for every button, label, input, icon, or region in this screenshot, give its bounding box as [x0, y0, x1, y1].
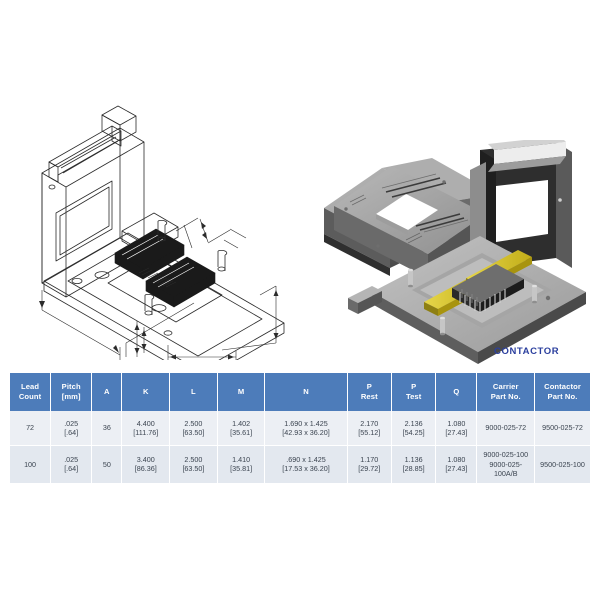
figures-area: CONTACTOR — [39, 105, 586, 364]
cell-lead-count: 100 — [10, 445, 52, 484]
cell-carrier-part-no: 9000-025-72 — [476, 411, 535, 446]
cell-n: 1.690 x 1.425 [42.93 x 36.20] — [264, 411, 348, 446]
isometric-line-drawing — [39, 105, 285, 360]
cell-contactor-part-no: 9500-025-100 — [534, 445, 590, 484]
cell-pitch: .025 [.64] — [50, 445, 93, 484]
contactor-label: CONTACTOR — [494, 346, 560, 357]
cell-contactor-part-no: 9500-025-72 — [534, 411, 590, 446]
cell-l: 2.500 [63.50] — [169, 411, 218, 446]
cell-lead-count: 72 — [10, 411, 52, 446]
cell-q: 1.080 [27.43] — [435, 411, 478, 446]
col-header-pitch: Pitch [mm] — [50, 373, 93, 411]
cell-p-test: 2.136 [54.25] — [391, 411, 437, 446]
specification-table: Lead Count Pitch [mm] A K L M — [10, 373, 590, 484]
cell-l: 2.500 [63.50] — [169, 445, 218, 484]
cell-p-rest: 1.170 [29.72] — [347, 445, 392, 484]
col-header-p-rest: P Rest — [347, 373, 392, 411]
cell-a: 50 — [91, 445, 123, 484]
table-row: 72 .025 [.64] 36 4.400 [111.76] 2.500 [6… — [10, 411, 590, 446]
carrier-plate — [324, 158, 496, 278]
cell-m: 1.410 [35.81] — [217, 445, 266, 484]
cell-m: 1.402 [35.61] — [217, 411, 266, 446]
cell-pitch: .025 [.64] — [50, 411, 93, 446]
col-header-contactor-part-no: Contactor Part No. — [534, 373, 590, 411]
col-header-carrier-part-no: Carrier Part No. — [476, 373, 535, 411]
col-header-l: L — [169, 373, 218, 411]
cell-carrier-part-no: 9000-025-100 9000-025-100A/B — [476, 445, 535, 484]
col-header-a: A — [91, 373, 123, 411]
col-header-k: K — [121, 373, 171, 411]
col-header-n: N — [264, 373, 348, 411]
cell-n: .690 x 1.425 [17.53 x 36.20] — [264, 445, 348, 484]
cell-p-test: 1.136 [28.85] — [391, 445, 437, 484]
cell-k: 3.400 [86.36] — [121, 445, 171, 484]
contactor-assembly — [348, 140, 586, 364]
3d-render — [324, 140, 586, 364]
cell-a: 36 — [91, 411, 123, 446]
cell-q: 1.080 [27.43] — [435, 445, 478, 484]
cell-k: 4.400 [111.76] — [121, 411, 171, 446]
col-header-lead-count: Lead Count — [10, 373, 52, 411]
cell-p-rest: 2.170 [55.12] — [347, 411, 392, 446]
col-header-q: Q — [435, 373, 478, 411]
table-row: 100 .025 [.64] 50 3.400 [86.36] 2.500 [6… — [10, 445, 590, 484]
col-header-p-test: P Test — [391, 373, 437, 411]
table-header-row: Lead Count Pitch [mm] A K L M — [10, 373, 590, 411]
col-header-m: M — [217, 373, 266, 411]
